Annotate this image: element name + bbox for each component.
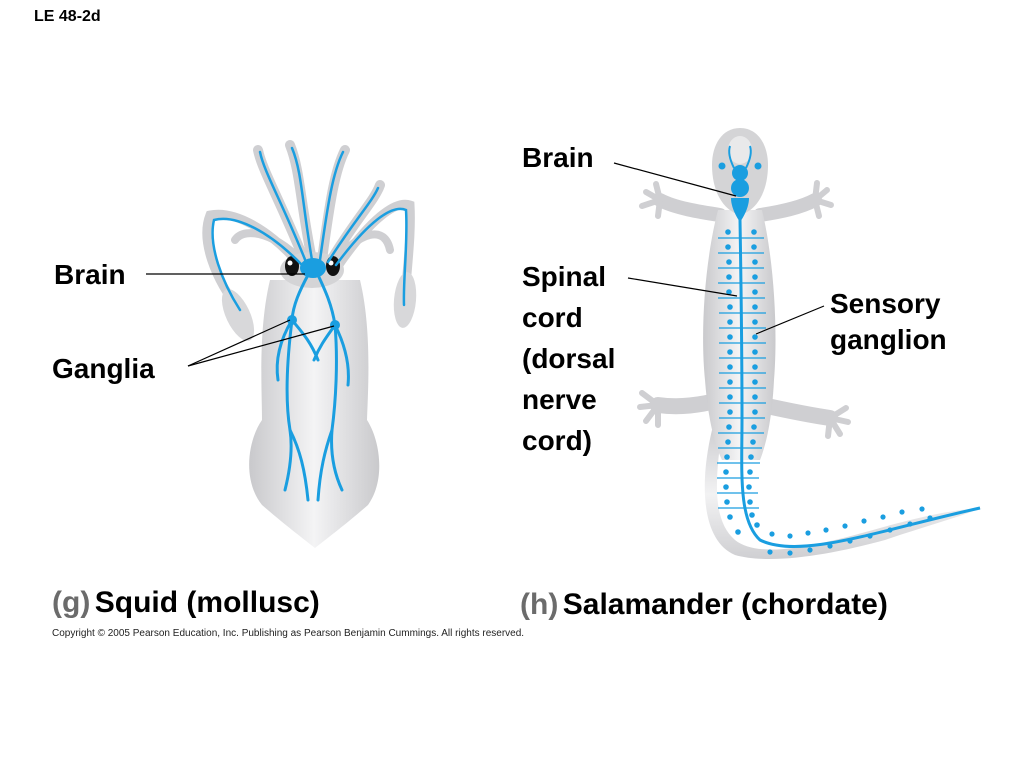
salamander-spinal-cord	[738, 219, 981, 549]
salamander-caption: (h) Salamander (chordate)	[520, 588, 888, 622]
spinal-cord-line-3: (dorsal	[522, 343, 616, 374]
slide-id: LE 48-2d	[34, 8, 101, 25]
salamander-illustration	[637, 128, 982, 560]
spinal-cord-line-4: nerve	[522, 384, 597, 415]
squid-ganglia-leader-1	[187, 319, 291, 367]
salamander-sensory-ganglion-leader	[755, 305, 825, 335]
squid-brain-label: Brain	[54, 259, 126, 290]
sensory-ganglion-line-2: ganglion	[830, 324, 947, 355]
squid-ganglia-leader-2	[187, 325, 335, 367]
salamander-tail	[704, 430, 982, 560]
salamander-brain-leader	[613, 162, 737, 197]
squid-illustration	[202, 140, 417, 548]
salamander-sensory-ganglia	[723, 229, 933, 556]
squid-ganglion-left	[287, 315, 297, 325]
salamander-cranial-nerves	[728, 145, 752, 169]
salamander-segmental-nerves	[717, 237, 766, 509]
squid-mantle	[249, 280, 380, 548]
spinal-cord-line-1: Spinal	[522, 261, 607, 292]
salamander-caption-letter: (h)	[520, 588, 559, 621]
salamander-caption-text: Salamander (chordate)	[562, 588, 888, 621]
squid-arm-nerves	[211, 146, 408, 312]
salamander-spinal-cord-label: Spinal cord (dorsal nerve cord)	[522, 256, 615, 461]
squid-tentacle-club-left	[221, 289, 255, 341]
salamander-spinal-cord-leader	[627, 277, 738, 297]
salamander-brain-label: Brain	[522, 142, 594, 173]
salamander-brain	[718, 162, 762, 222]
spinal-cord-line-2: cord	[522, 302, 583, 333]
squid-caption: (g) Squid (mollusc)	[52, 586, 320, 620]
squid-ganglia-label: Ganglia	[52, 353, 155, 384]
salamander-sensory-ganglion-label: Sensory ganglion	[830, 286, 947, 358]
squid-ganglion-right	[330, 320, 340, 330]
squid-caption-letter: (g)	[52, 586, 91, 619]
squid-brain	[300, 258, 326, 278]
squid-body-nerves	[275, 273, 350, 502]
leader-lines	[146, 162, 825, 367]
spinal-cord-line-5: cord)	[522, 425, 592, 456]
squid-caption-text: Squid (mollusc)	[94, 586, 320, 619]
copyright-notice: Copyright © 2005 Pearson Education, Inc.…	[52, 628, 525, 639]
sensory-ganglion-line-1: Sensory	[830, 288, 941, 319]
squid-right-eye	[326, 256, 340, 276]
